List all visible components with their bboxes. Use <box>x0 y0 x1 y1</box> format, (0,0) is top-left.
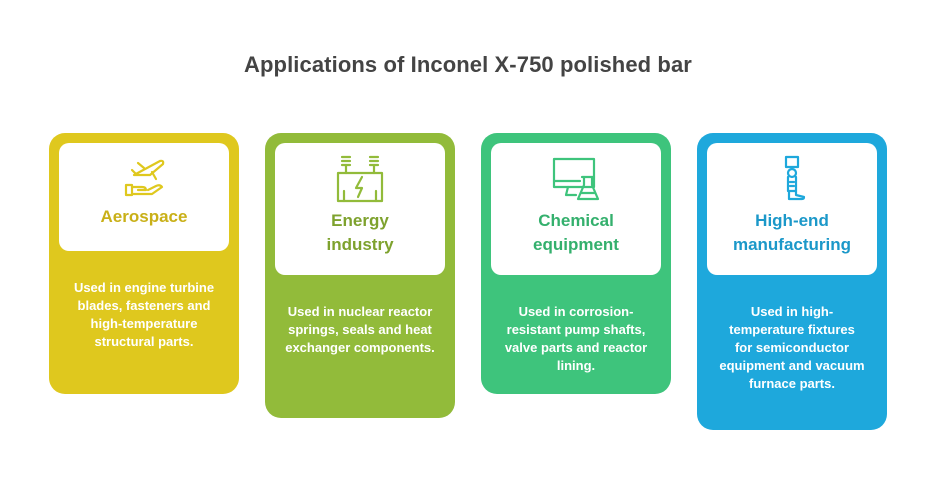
card-description: Used in nuclear reactor springs, seals a… <box>285 304 435 355</box>
computer-flask-icon <box>552 157 600 201</box>
card-chemical-equipment: Chemical equipment Used in corrosion-res… <box>481 133 671 394</box>
card-header: Aerospace <box>59 143 229 251</box>
card-title: Energy industry <box>326 211 394 254</box>
card-description: Used in high-temperature fixtures for se… <box>719 304 865 391</box>
card-title: High-end manufacturing <box>732 211 852 254</box>
airplane-hand-icon <box>124 159 165 197</box>
card-high-end-manufacturing: High-end manufacturing Used in high-temp… <box>697 133 887 430</box>
card-energy-industry: Energy industry Used in nuclear reactor … <box>265 133 455 418</box>
power-plant-icon <box>336 155 384 203</box>
prosthetic-leg-icon <box>784 155 806 201</box>
card-header: Chemical equipment <box>491 143 661 275</box>
card-description: Used in corrosion-resistant pump shafts,… <box>504 304 648 373</box>
page-title: Applications of Inconel X-750 polished b… <box>244 52 692 77</box>
card-title: Chemical equipment <box>533 211 619 254</box>
card-description: Used in engine turbine blades, fasteners… <box>73 280 215 349</box>
card-header: High-end manufacturing <box>707 143 877 275</box>
card-aerospace: Aerospace Used in engine turbine blades,… <box>49 133 239 394</box>
card-header: Energy industry <box>275 143 445 275</box>
card-title: Aerospace <box>100 207 188 226</box>
